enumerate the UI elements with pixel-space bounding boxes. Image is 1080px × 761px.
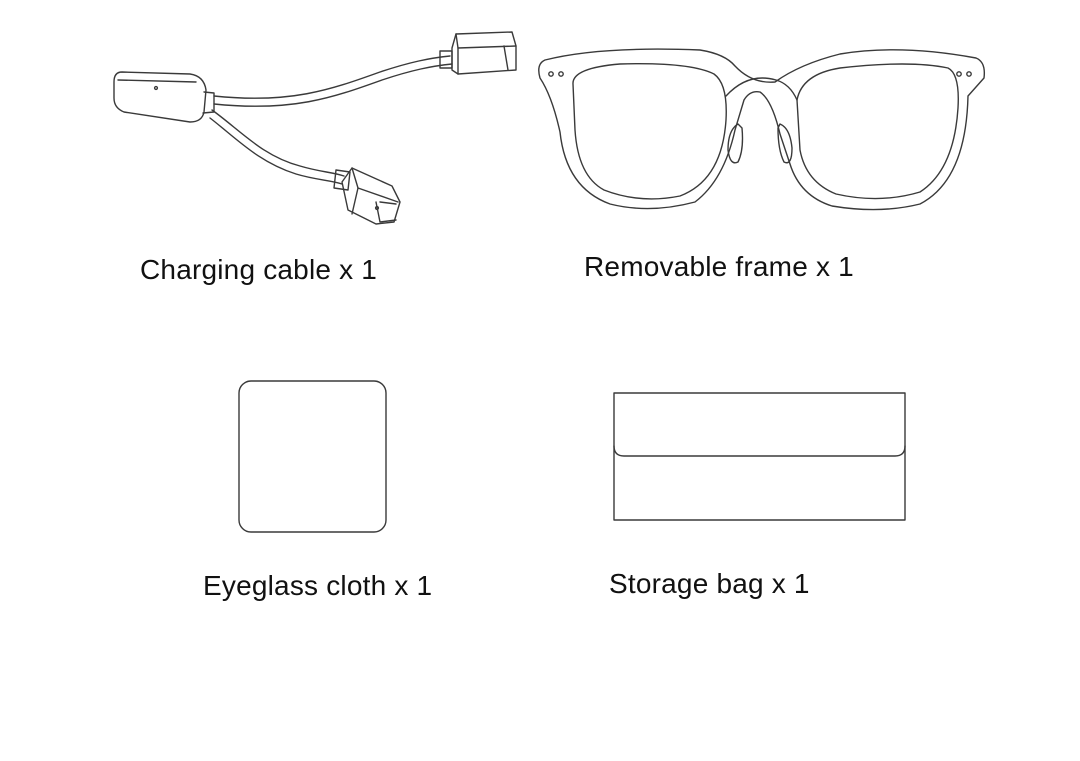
charging-cable-label: Charging cable x 1: [140, 254, 378, 285]
cleaning-cloth-icon: [238, 380, 387, 533]
eyeglass-frame-icon: [538, 48, 986, 211]
storage-bag-icon: [613, 392, 906, 521]
storage-bag-label: Storage bag x 1: [609, 568, 810, 599]
eyeglass-cloth-label: Eyeglass cloth x 1: [203, 570, 433, 601]
charging-cable-icon: [113, 31, 517, 225]
removable-frame-label: Removable frame x 1: [584, 251, 854, 282]
